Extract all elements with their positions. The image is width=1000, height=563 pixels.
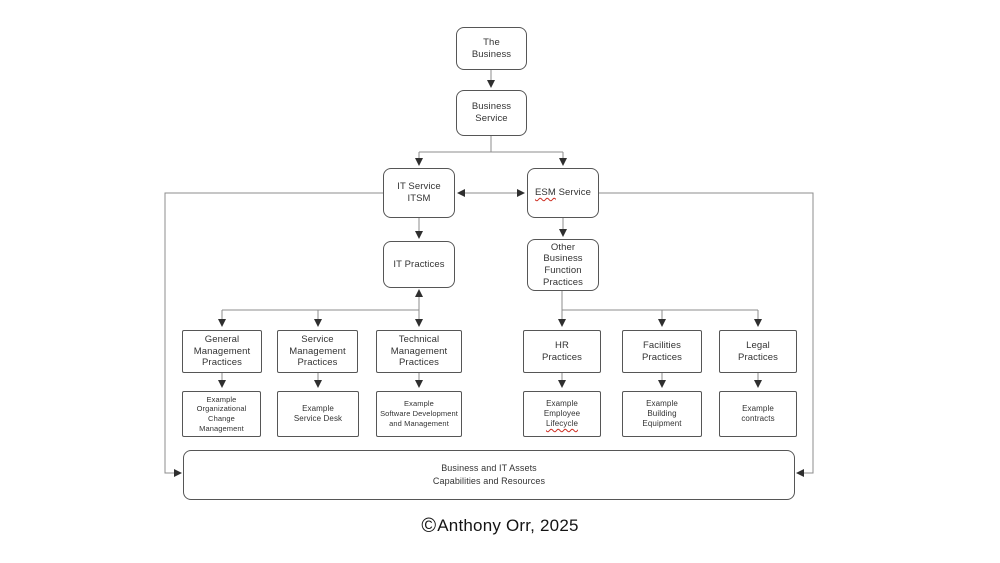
node-example-building-label: Example Building Equipment (642, 399, 682, 428)
node-business-it-assets: Business and IT Assets Capabilities and … (183, 450, 795, 500)
node-technical-management-label: Technical Management Practices (390, 334, 448, 369)
node-business-service: Business Service (456, 90, 527, 136)
node-business-service-label: Business Service (471, 101, 512, 124)
node-facilities-practices: Facilities Practices (622, 330, 702, 373)
node-business-it-assets-label: Business and IT Assets Capabilities and … (432, 462, 546, 486)
node-other-business-function-practices: Other Business Function Practices (527, 239, 599, 291)
node-service-management-label: Service Management Practices (289, 334, 346, 369)
node-example-org-change-label: Example Organizational Change Management (196, 394, 247, 433)
node-example-org-change-management: Example Organizational Change Management (182, 391, 261, 437)
node-technical-management-practices: Technical Management Practices (376, 330, 462, 373)
node-example-service-desk: Example Service Desk (277, 391, 359, 437)
node-esm-service: ESM Service (527, 168, 599, 218)
copyright-text: ©Anthony Orr, 2025 (0, 515, 1000, 538)
esm-service-rest: Service (555, 187, 591, 199)
node-legal-practices: Legal Practices (719, 330, 797, 373)
node-example-service-desk-label: Example Service Desk (293, 404, 343, 423)
node-service-management-practices: Service Management Practices (277, 330, 358, 373)
node-hr-practices-label: HR Practices (542, 339, 582, 363)
node-facilities-practices-label: Facilities Practices (642, 339, 682, 363)
node-legal-practices-label: Legal Practices (738, 339, 778, 363)
node-example-contracts-label: Example contracts (741, 404, 775, 423)
lifecycle-misspelled-word: Lifecycle (545, 419, 579, 428)
node-it-practices: IT Practices (383, 241, 455, 288)
node-example-software-development: Example Software Development and Managem… (376, 391, 462, 437)
node-the-business-label: The Business (471, 36, 512, 60)
node-obf-practices-label: Other Business Function Practices (543, 241, 583, 288)
copyright-author-year: Anthony Orr, 2025 (437, 516, 579, 535)
node-example-software-label: Example Software Development and Managem… (380, 399, 458, 428)
esm-misspelled-word: ESM (534, 187, 556, 199)
node-it-practices-label: IT Practices (393, 258, 445, 270)
node-example-building-equipment: Example Building Equipment (622, 391, 702, 437)
node-the-business: The Business (456, 27, 527, 70)
node-it-service-itsm-label: IT Service ITSM (397, 181, 441, 204)
node-hr-practices: HR Practices (523, 330, 601, 373)
copyright-symbol: © (421, 515, 437, 537)
node-general-management-label: General Management Practices (193, 334, 251, 369)
example-employee-prefix: Example Employee (543, 399, 581, 418)
node-it-service-itsm: IT Service ITSM (383, 168, 455, 218)
node-example-contracts: Example contracts (719, 391, 797, 437)
node-general-management-practices: General Management Practices (182, 330, 262, 373)
node-esm-service-label: ESM Service (533, 186, 593, 200)
